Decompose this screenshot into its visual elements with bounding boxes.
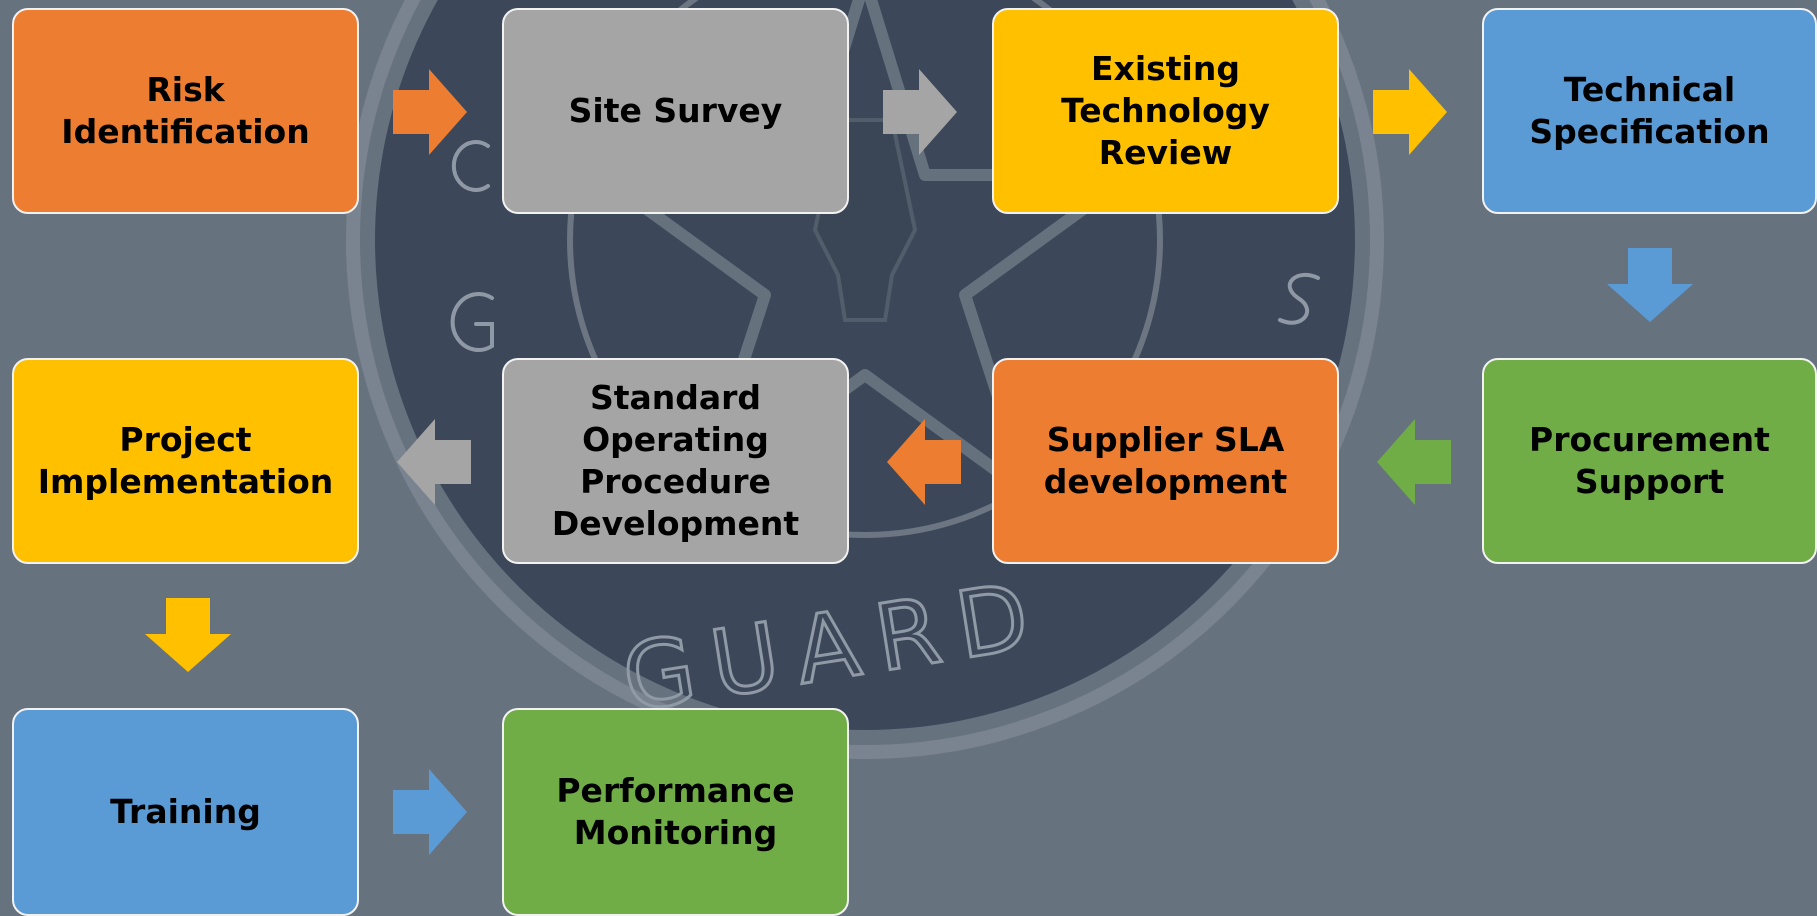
watermark-text: GUARD — [616, 560, 1054, 732]
step-label: Performance Monitoring — [556, 771, 795, 852]
step-standard-operating-procedure-development: Standard Operating Procedure Development — [502, 358, 849, 564]
step-project-implementation: Project Implementation — [12, 358, 359, 564]
step-label: Site Survey — [568, 91, 783, 130]
arrow-left-icon — [1377, 419, 1451, 505]
arrow-right-icon — [1373, 69, 1447, 155]
step-label: Project Implementation — [37, 420, 334, 501]
step-performance-monitoring: Performance Monitoring — [502, 708, 849, 916]
step-training: Training — [12, 708, 359, 916]
step-supplier-sla-development: Supplier SLA development — [992, 358, 1339, 564]
step-site-survey: Site Survey — [502, 8, 849, 214]
step-label: Supplier SLA development — [1043, 420, 1288, 501]
arrow-down-icon — [1607, 248, 1693, 322]
step-label: Risk Identification — [61, 70, 310, 151]
step-existing-technology-review: Existing Technology Review — [992, 8, 1339, 214]
step-technical-specification: Technical Specification — [1482, 8, 1817, 214]
step-label: Training — [110, 792, 261, 831]
step-label: Standard Operating Procedure Development — [551, 378, 800, 543]
step-procurement-support: Procurement Support — [1482, 358, 1817, 564]
arrow-left-icon — [887, 419, 961, 505]
step-label: Technical Specification — [1529, 70, 1770, 151]
arrow-right-icon — [393, 769, 467, 855]
step-label: Existing Technology Review — [1061, 49, 1270, 172]
arrow-left-icon — [397, 419, 471, 505]
arrow-right-icon — [883, 69, 957, 155]
step-label: Procurement Support — [1529, 420, 1770, 501]
arrow-right-icon — [393, 69, 467, 155]
arrow-down-icon — [145, 598, 231, 672]
step-risk-identification: Risk Identification — [12, 8, 359, 214]
